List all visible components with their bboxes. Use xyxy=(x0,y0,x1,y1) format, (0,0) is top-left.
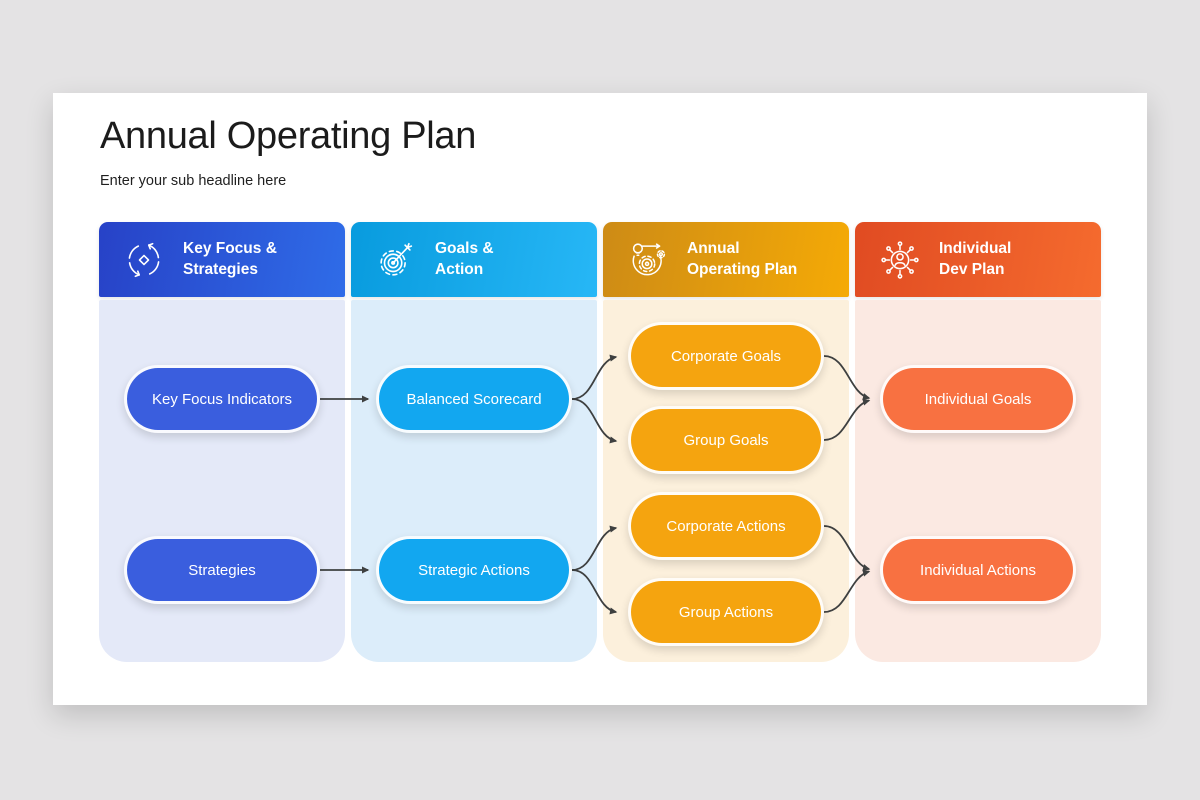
node-label: Strategic Actions xyxy=(418,561,530,579)
node-label: Balanced Scorecard xyxy=(406,390,542,408)
column-title: Individual Dev Plan xyxy=(939,239,1012,278)
diagram-board: Key Focus & Strategies xyxy=(99,222,1101,662)
process-gears-icon xyxy=(625,237,671,283)
collaboration-icon xyxy=(121,237,167,283)
column-body-key-focus-strategies xyxy=(99,300,345,662)
column-individual-dev-plan: Individual Dev Plan xyxy=(855,222,1101,662)
column-title: Annual Operating Plan xyxy=(687,239,798,278)
node-label: Strategies xyxy=(188,561,256,579)
column-title: Key Focus & Strategies xyxy=(183,239,277,278)
column-header-individual-dev-plan: Individual Dev Plan xyxy=(855,222,1101,297)
people-network-icon xyxy=(877,237,923,283)
node-corporate-goals: Corporate Goals xyxy=(628,322,824,390)
page-subtitle: Enter your sub headline here xyxy=(100,173,287,189)
node-group-goals: Group Goals xyxy=(628,406,824,474)
node-strategies: Strategies xyxy=(124,536,320,604)
node-balanced-scorecard: Balanced Scorecard xyxy=(376,365,572,433)
node-strategic-actions: Strategic Actions xyxy=(376,536,572,604)
goal-target-icon xyxy=(373,237,419,283)
node-individual-actions: Individual Actions xyxy=(880,536,1076,604)
node-label: Individual Actions xyxy=(920,561,1036,579)
node-label: Corporate Goals xyxy=(670,347,782,365)
column-body-individual-dev-plan xyxy=(855,300,1101,662)
column-header-annual-operating-plan: Annual Operating Plan xyxy=(603,222,849,297)
node-label: Group Actions xyxy=(678,603,774,621)
node-label: Individual Goals xyxy=(924,390,1032,408)
node-key-focus-indicators: Key Focus Indicators xyxy=(124,365,320,433)
column-header-goals-action: Goals & Action xyxy=(351,222,597,297)
node-corporate-actions: Corporate Actions xyxy=(628,492,824,560)
node-label: Group Goals xyxy=(683,431,769,449)
node-individual-goals: Individual Goals xyxy=(880,365,1076,433)
page-title: Annual Operating Plan xyxy=(100,115,477,157)
column-header-key-focus-strategies: Key Focus & Strategies xyxy=(99,222,345,297)
column-title: Goals & Action xyxy=(435,239,494,278)
column-body-goals-action xyxy=(351,300,597,662)
node-group-actions: Group Actions xyxy=(628,578,824,646)
node-label: Key Focus Indicators xyxy=(151,390,293,408)
node-label: Corporate Actions xyxy=(666,517,786,535)
slide-card: Annual Operating Plan Enter your sub hea… xyxy=(53,93,1147,705)
